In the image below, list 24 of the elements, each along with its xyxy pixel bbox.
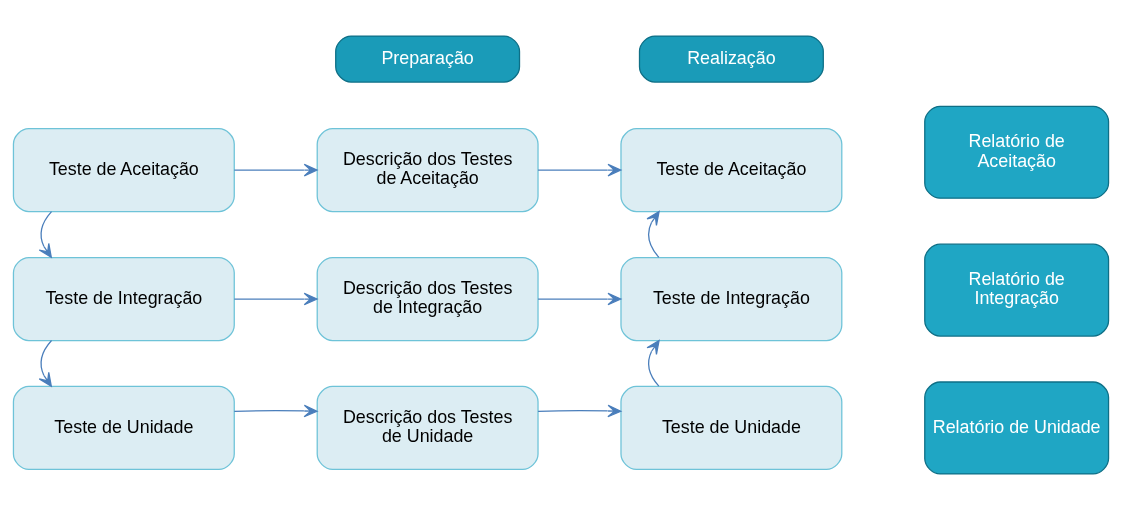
arrow (233, 292, 318, 305)
arrow (38, 339, 53, 387)
arrow (233, 163, 318, 176)
arrow (233, 404, 318, 417)
arrow (38, 210, 53, 258)
node-box: Descrição dos Testes de Integração (316, 256, 539, 341)
node-box: Relatório de Integração (924, 243, 1110, 337)
node-box: Teste de Unidade (620, 385, 843, 470)
node-box: Teste de Aceitação (620, 127, 843, 212)
node-box: Descrição dos Testes de Aceitação (316, 127, 539, 212)
node-box: Realização (638, 34, 824, 83)
node-box: Teste de Unidade (12, 385, 235, 470)
node-box: Relatório de Aceitação (924, 105, 1110, 199)
node-box: Descrição dos Testes de Unidade (316, 385, 539, 470)
arrow (537, 292, 622, 305)
arrow (646, 339, 660, 387)
arrow (646, 210, 660, 258)
node-box: Teste de Aceitação (12, 127, 235, 212)
node-box: Preparação (335, 34, 521, 83)
node-box: Teste de Integração (12, 256, 235, 341)
node-box: Relatório de Unidade (924, 380, 1110, 475)
arrow (537, 404, 622, 417)
arrow (537, 163, 622, 176)
node-box: Teste de Integração (620, 256, 843, 341)
